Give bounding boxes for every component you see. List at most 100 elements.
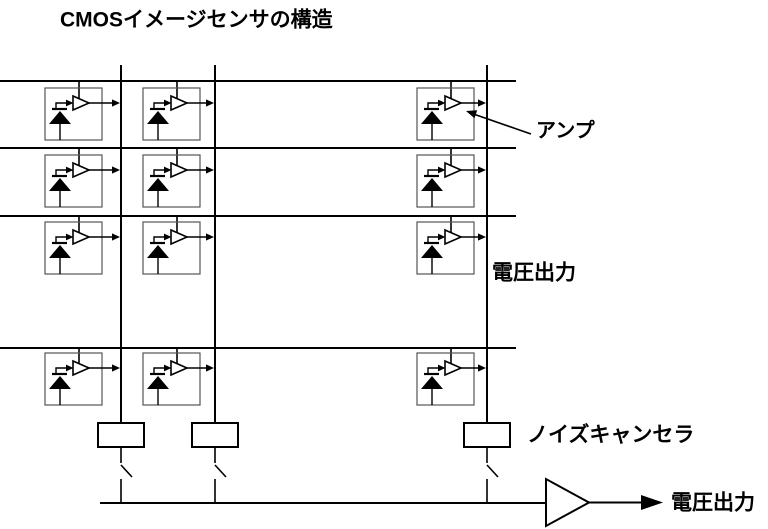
amp-input-arrowhead-icon bbox=[438, 364, 446, 372]
amp-output-arrowhead-icon bbox=[478, 364, 486, 372]
photodiode-icon bbox=[147, 111, 169, 124]
amplifier-icon bbox=[170, 94, 189, 112]
readout-chain bbox=[97, 422, 663, 528]
amp-input-arrowhead-icon bbox=[438, 99, 446, 107]
column-select-switch bbox=[214, 447, 227, 503]
diode-to-amp-wire bbox=[153, 169, 164, 176]
amp-output-arrowhead-icon bbox=[112, 364, 120, 372]
amp-output-arrowhead-icon bbox=[112, 233, 120, 241]
photodiode-icon bbox=[421, 245, 443, 258]
amplifier-icon bbox=[444, 359, 463, 377]
pixel-cell-box bbox=[44, 221, 103, 275]
diode-to-amp-wire bbox=[153, 236, 164, 243]
amp-output-arrowhead-icon bbox=[112, 99, 120, 107]
pixel-cell bbox=[142, 216, 214, 275]
pixel-cell bbox=[416, 216, 486, 275]
photodiode-icon bbox=[49, 376, 71, 389]
photodiode-icon bbox=[421, 111, 443, 124]
photodiode-icon bbox=[421, 376, 443, 389]
amp-input-arrowhead-icon bbox=[66, 166, 74, 174]
switch-blade bbox=[120, 464, 133, 478]
photodiode-icon bbox=[49, 245, 71, 258]
diode-to-amp-wire bbox=[153, 102, 164, 109]
amp-input-arrowhead-icon bbox=[164, 364, 172, 372]
diode-to-amp-wire bbox=[55, 236, 66, 243]
pixel-cell bbox=[44, 148, 120, 208]
photodiode-icon bbox=[49, 178, 71, 191]
amplifier-icon bbox=[170, 228, 189, 246]
pixel-cell-box bbox=[44, 154, 103, 208]
amplifier-icon bbox=[444, 94, 463, 112]
pixel-cell bbox=[142, 81, 214, 141]
pixel-cell-box bbox=[142, 352, 201, 406]
amplifier-icon bbox=[72, 94, 91, 112]
amp-output-arrowhead-icon bbox=[478, 99, 486, 107]
pixel-cell bbox=[44, 216, 120, 275]
amplifier-icon bbox=[444, 228, 463, 246]
column-select-switch bbox=[486, 447, 499, 503]
photodiode-icon bbox=[147, 376, 169, 389]
diode-to-amp-wire bbox=[427, 236, 438, 243]
photodiode-icon bbox=[421, 178, 443, 191]
amp-output-arrowhead-icon bbox=[206, 364, 214, 372]
amp-output-arrowhead-icon bbox=[206, 233, 214, 241]
diode-to-amp-wire bbox=[427, 169, 438, 176]
amp-input-arrowhead-icon bbox=[438, 233, 446, 241]
diode-to-amp-wire bbox=[427, 102, 438, 109]
amp-output-arrowhead-icon bbox=[206, 166, 214, 174]
amp-input-arrowhead-icon bbox=[438, 166, 446, 174]
pixel-cell bbox=[416, 348, 486, 406]
amp-callout-arrowhead-icon bbox=[466, 110, 478, 119]
output-amplifier-icon bbox=[545, 477, 592, 528]
pixel-cell-box bbox=[44, 87, 103, 141]
pixel-cell-box bbox=[44, 352, 103, 406]
diode-to-amp-wire bbox=[153, 367, 164, 374]
switch-blade bbox=[486, 464, 499, 478]
pixel-cell bbox=[44, 348, 120, 406]
noise-canceller-box bbox=[191, 422, 239, 448]
photodiode-icon bbox=[49, 111, 71, 124]
final-voltage-output-label: 電圧出力 bbox=[671, 492, 755, 515]
column-voltage-output-label: 電圧出力 bbox=[492, 262, 576, 285]
amp-input-arrowhead-icon bbox=[66, 233, 74, 241]
diode-to-amp-wire bbox=[55, 367, 66, 374]
amplifier-icon bbox=[72, 228, 91, 246]
pixel-cell bbox=[44, 81, 120, 141]
amp-input-arrowhead-icon bbox=[66, 99, 74, 107]
pixel-cell-box bbox=[142, 221, 201, 275]
amp-output-arrowhead-icon bbox=[206, 99, 214, 107]
amp-callout-arrow bbox=[466, 110, 532, 135]
amp-output-arrowhead-icon bbox=[478, 166, 486, 174]
amp-input-arrowhead-icon bbox=[164, 233, 172, 241]
amplifier-icon bbox=[444, 161, 463, 179]
switch-blade bbox=[214, 464, 227, 478]
noise-canceller-box bbox=[97, 422, 145, 448]
diagram-title: CMOSイメージセンサの構造 bbox=[60, 8, 334, 32]
amp-label: アンプ bbox=[536, 119, 596, 142]
diode-to-amp-wire bbox=[55, 169, 66, 176]
noise-canceller-box bbox=[463, 422, 511, 448]
amplifier-icon bbox=[72, 161, 91, 179]
amp-input-arrowhead-icon bbox=[66, 364, 74, 372]
photodiode-icon bbox=[147, 245, 169, 258]
pixel-cell-box bbox=[142, 87, 201, 141]
pixel-cell-box bbox=[416, 221, 475, 275]
pixel-cell-box bbox=[416, 154, 475, 208]
pixel-cell-box bbox=[416, 352, 475, 406]
amp-output-arrowhead-icon bbox=[112, 166, 120, 174]
column-select-switch bbox=[120, 447, 133, 503]
diode-to-amp-wire bbox=[427, 367, 438, 374]
noise-canceller-label: ノイズキャンセラ bbox=[527, 423, 694, 447]
pixel-cell bbox=[142, 348, 214, 406]
amplifier-icon bbox=[170, 161, 189, 179]
amplifier-icon bbox=[170, 359, 189, 377]
amp-input-arrowhead-icon bbox=[164, 166, 172, 174]
pixel-cell-array bbox=[44, 81, 486, 406]
amplifier-icon bbox=[72, 359, 91, 377]
grid-lines bbox=[0, 65, 516, 423]
pixel-cell bbox=[142, 148, 214, 208]
final-output-arrowhead-icon bbox=[641, 495, 663, 510]
pixel-cell-box bbox=[142, 154, 201, 208]
